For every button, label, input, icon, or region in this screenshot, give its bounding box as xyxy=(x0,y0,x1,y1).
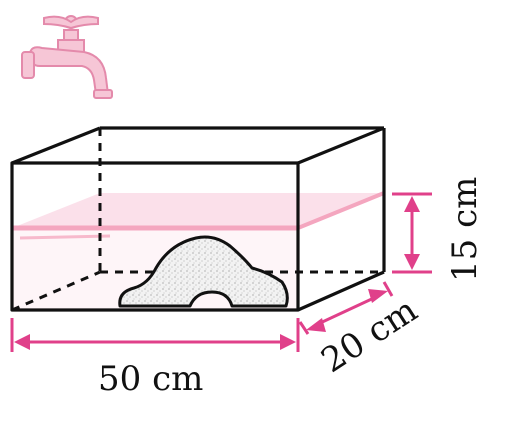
faucet-icon xyxy=(21,15,113,99)
height-dimension xyxy=(392,192,432,274)
width-label: 50 cm xyxy=(98,359,204,399)
height-label: 15 cm xyxy=(445,176,485,282)
width-dimension xyxy=(10,318,300,352)
rock-shape xyxy=(118,235,289,308)
tank-outline xyxy=(10,126,386,312)
depth-dimension xyxy=(298,281,394,335)
